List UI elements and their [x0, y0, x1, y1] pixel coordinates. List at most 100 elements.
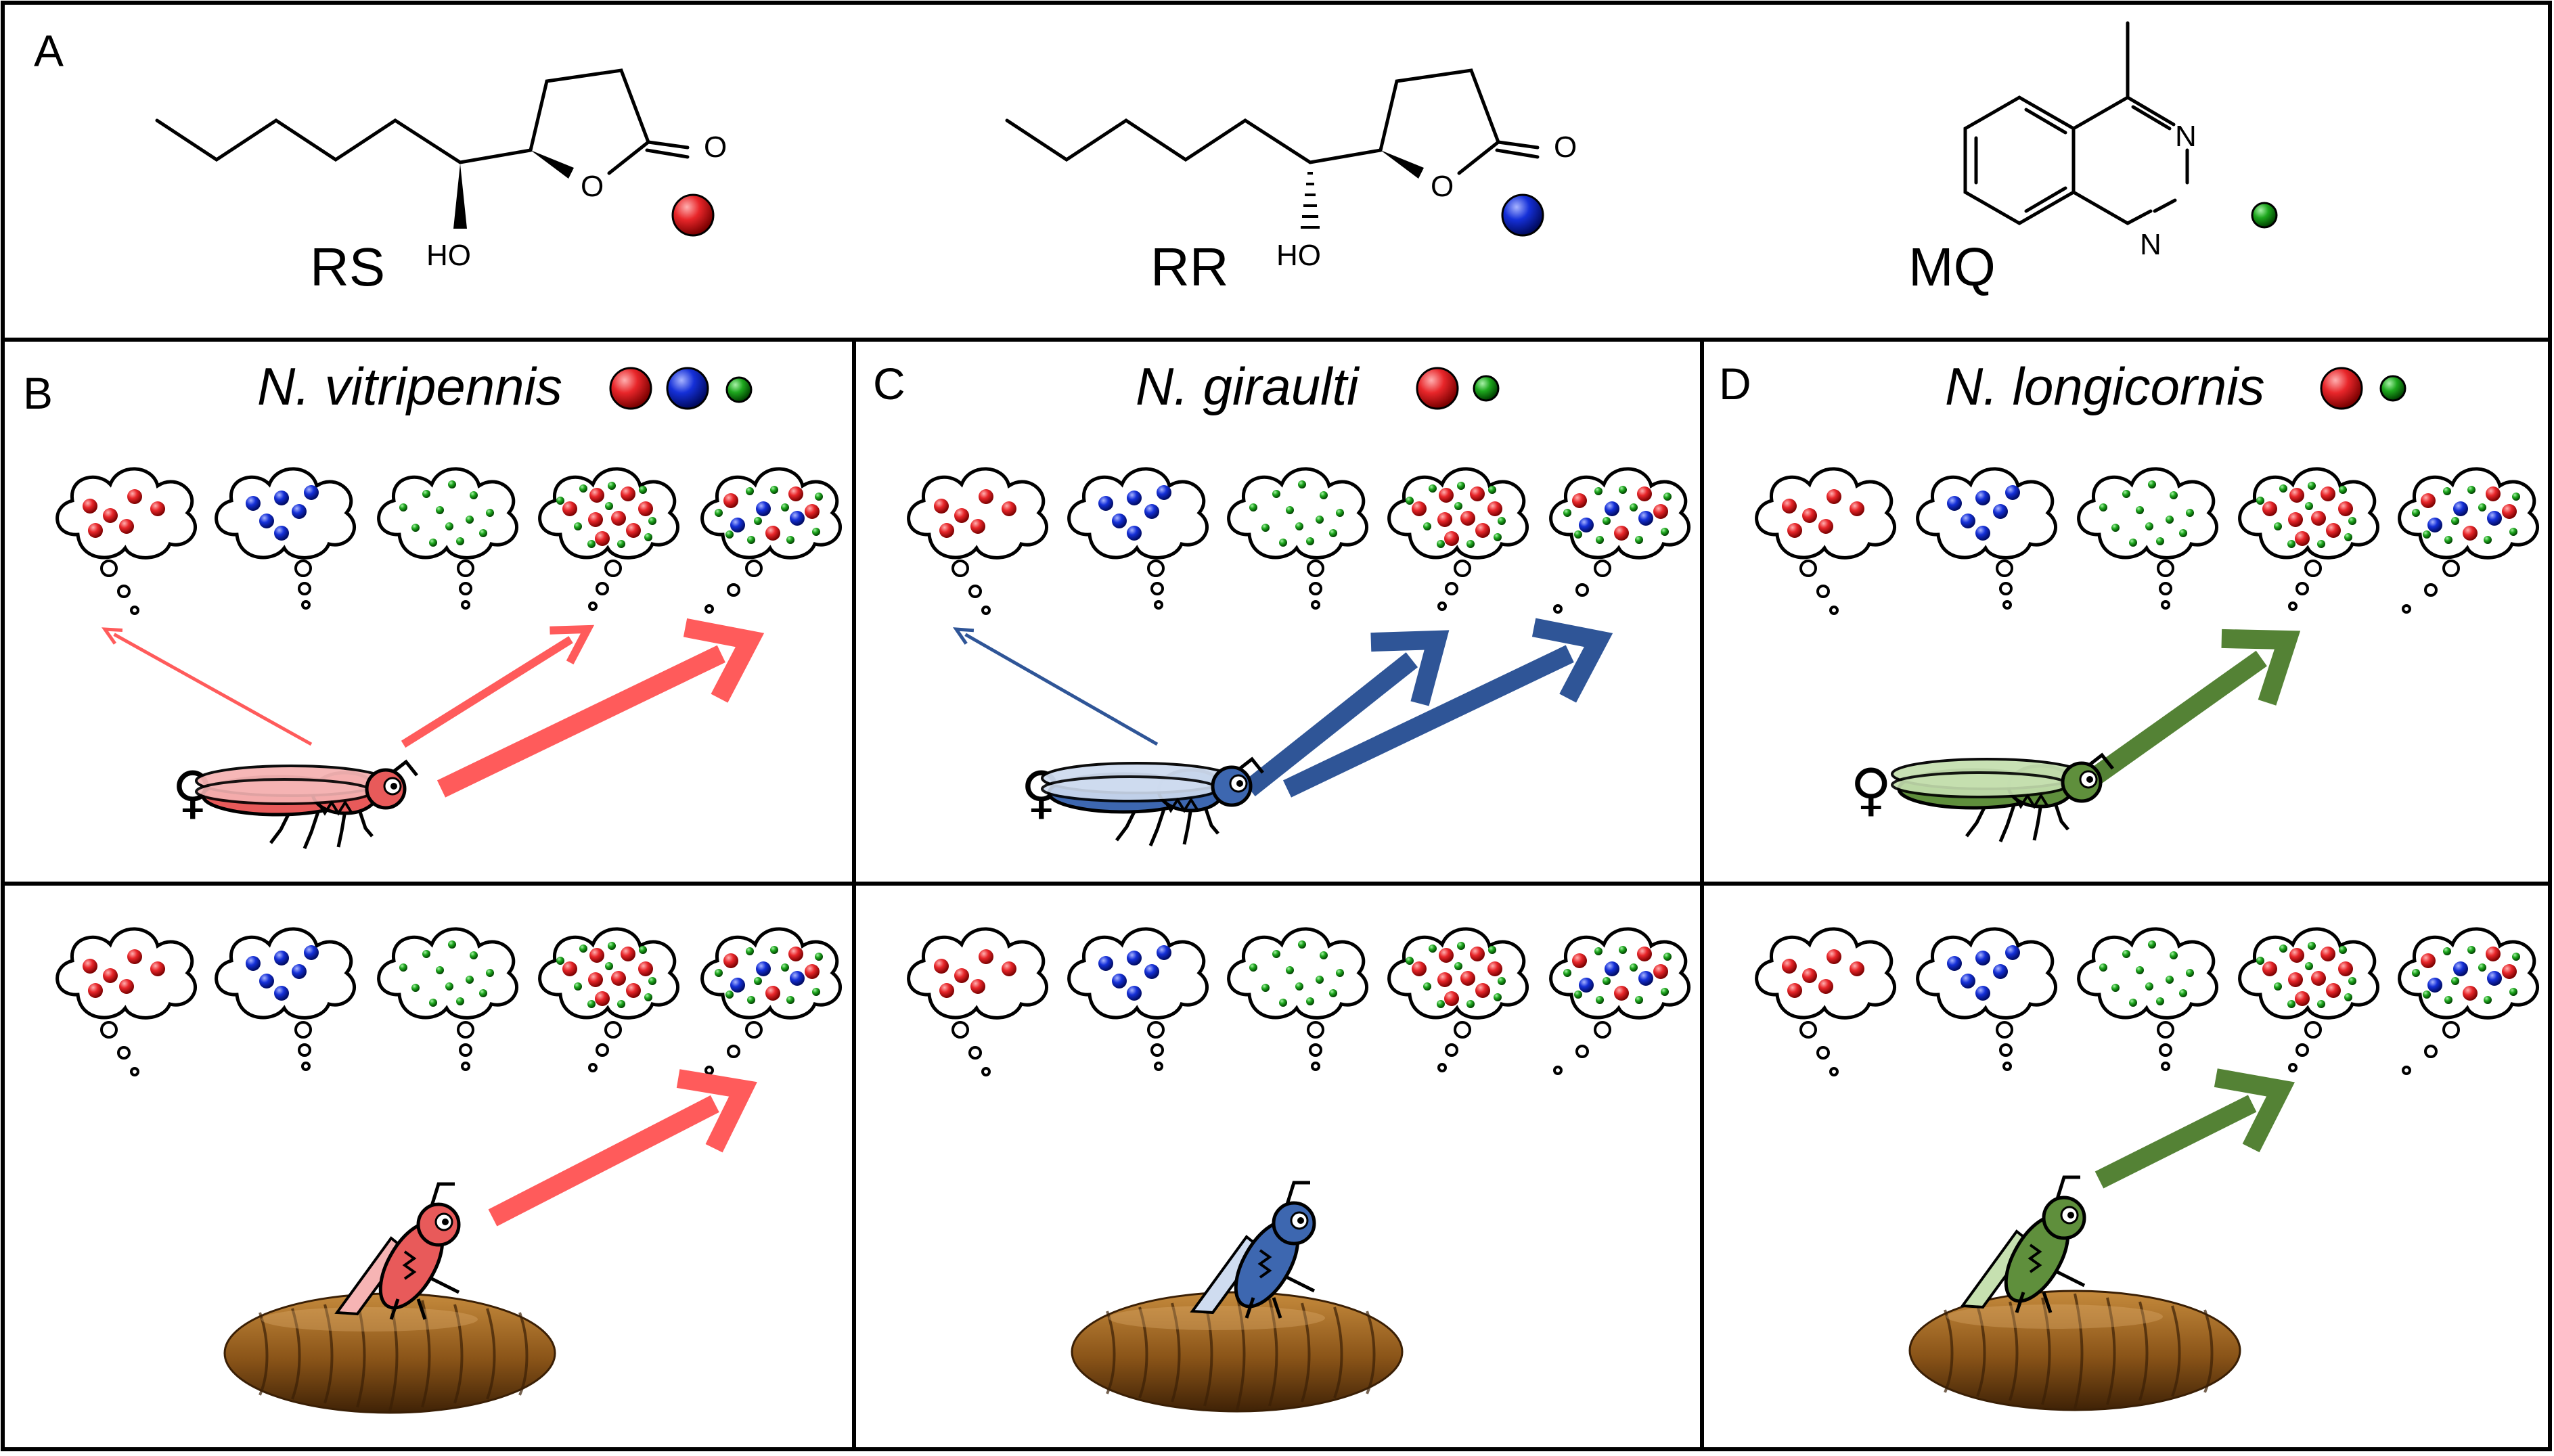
mq-dot: [639, 486, 647, 494]
cloud-outline: [2077, 467, 2218, 560]
mq-dot: [1295, 522, 1303, 530]
thought-trail-c-1-1: [951, 560, 991, 615]
mq-dot: [470, 491, 478, 499]
mq-dot: [2122, 950, 2130, 958]
odor-cloud-d-1-5: [2398, 467, 2539, 560]
rr-substituent: HO: [1276, 239, 1321, 272]
mq-dot: [1563, 969, 1571, 977]
mq-dot: [2344, 533, 2352, 541]
rs-dot: [723, 493, 738, 508]
rr-dot: [756, 961, 771, 976]
odor-cloud-c-1-5: [1549, 467, 1690, 560]
mq-dot: [1298, 940, 1306, 949]
wasp-leg: [2032, 803, 2043, 841]
rs-dot: [2262, 501, 2277, 516]
mq-dot: [2136, 966, 2144, 974]
mq-dot: [786, 536, 794, 544]
female-symbol-d: ♀: [1850, 756, 1892, 823]
thought-trail-b-2-5: [704, 1021, 763, 1075]
mq-dot: [1494, 533, 1502, 541]
rs-dot: [119, 979, 134, 994]
mq-dot: [2129, 999, 2137, 1007]
rs-dot: [979, 489, 993, 504]
mq-dot: [2279, 945, 2287, 953]
rs-dot: [1802, 508, 1817, 523]
mq-dot: [1661, 988, 1669, 996]
wasp-leg: [303, 811, 320, 849]
rs-dot: [588, 972, 603, 987]
mq-dot: [1423, 982, 1431, 991]
mq-dot: [781, 503, 789, 511]
mq-dot: [1437, 540, 1445, 548]
mq-dot: [479, 989, 487, 997]
rr-dot: [2453, 501, 2468, 516]
rr-dot: [274, 526, 289, 541]
mq-dot: [1437, 1000, 1445, 1008]
rs-dot: [621, 947, 635, 961]
rs-dot: [2502, 504, 2517, 519]
mq-dot: [1630, 963, 1638, 972]
rs-dot: [127, 949, 142, 964]
mq-dot: [1329, 989, 1337, 997]
rs-dot: [939, 523, 954, 538]
rs-dot: [2486, 947, 2501, 961]
wedge-bond-ring: [531, 150, 574, 179]
thought-trail-d-1-1: [1799, 560, 1839, 615]
female-arrow-c-4: [1243, 630, 1450, 796]
wasp-leg: [1245, 1297, 1255, 1319]
rr-dot: [1579, 978, 1594, 993]
mq-dot: [1406, 497, 1414, 505]
mq-dot: [2166, 976, 2174, 984]
mq-dot: [770, 486, 778, 494]
mq-dot: [1619, 486, 1627, 494]
mq-dot: [2256, 957, 2264, 965]
rr-dot: [1961, 974, 1975, 988]
rs-dot: [2486, 486, 2501, 501]
mq-dot: [1630, 503, 1638, 511]
mq-dot: [2467, 486, 2475, 494]
rr-dot: [2427, 518, 2442, 532]
marker-d-green: [2379, 375, 2406, 402]
odor-cloud-d-2-5: [2398, 927, 2539, 1020]
rr-dot: [1975, 526, 1990, 541]
species-d: N. longicornis: [1945, 357, 2265, 416]
cloud-outline: [700, 467, 842, 560]
odor-cloud-c-2-4: [1387, 927, 1529, 1020]
rs-dot: [626, 983, 641, 998]
thought-trail-b-1-3: [457, 560, 474, 610]
mq-dot: [2512, 953, 2520, 961]
cloud-outline: [2238, 927, 2379, 1020]
odor-cloud-b-2-2: [215, 927, 356, 1020]
rr-dot: [1127, 526, 1142, 541]
mq-dot: [399, 503, 407, 511]
mq-dot: [2156, 997, 2164, 1005]
wedge-bond-ring-rr: [1381, 150, 1424, 179]
rs-dot: [2311, 971, 2326, 986]
rr-dot: [274, 951, 289, 965]
rs-dot: [1850, 501, 1864, 516]
mq-dot: [1663, 953, 1672, 961]
rs-dot: [1653, 504, 1668, 519]
rs-marker: [671, 194, 715, 237]
odor-cloud-c-1-3: [1227, 467, 1368, 560]
mq-dot: [2423, 530, 2431, 539]
wasp-leg: [1148, 809, 1166, 846]
mq-dot: [2412, 509, 2420, 517]
rs-dot: [626, 523, 641, 538]
mq-dot: [448, 480, 456, 488]
rs-dot: [595, 991, 610, 1006]
rr-dot: [1947, 956, 1962, 971]
mq-dot: [2111, 984, 2120, 992]
rs-dot: [1475, 523, 1490, 538]
mq-dot: [1498, 977, 1506, 985]
rs-dot: [1787, 523, 1802, 538]
marker-c-red: [1416, 367, 1459, 410]
cloud-outline: [1916, 927, 2057, 1020]
rs-dot: [1487, 501, 1502, 516]
rs-dot: [1850, 961, 1864, 976]
rs-dot: [1614, 526, 1629, 541]
rs-dot: [638, 501, 653, 516]
thought-trail-c-1-4: [1437, 560, 1471, 611]
rr-dot: [304, 945, 319, 960]
